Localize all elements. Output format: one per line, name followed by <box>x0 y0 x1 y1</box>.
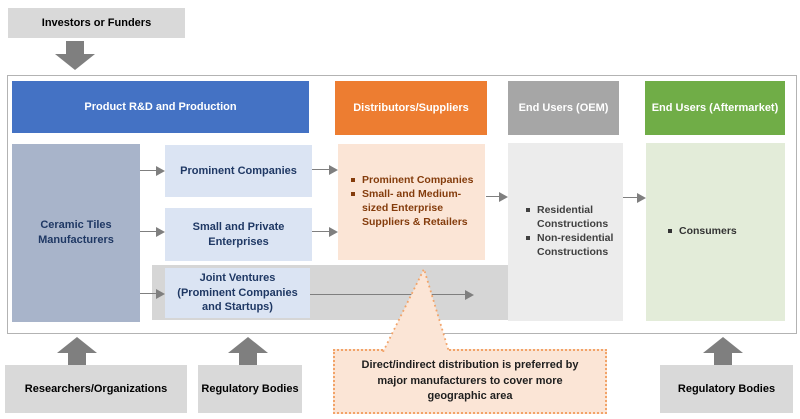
small-private-enterprises-label: Small and Private Enterprises <box>192 220 285 248</box>
arrow-distributors-to-oem-icon <box>486 192 508 202</box>
list-item: Consumers <box>668 225 779 239</box>
bullet-square-icon <box>526 208 530 213</box>
aftermarket-item-label: Consumers <box>679 225 737 238</box>
arrow-down-investors-icon <box>55 41 95 70</box>
header-end-users-aftermarket: End Users (Aftermarket) <box>645 81 785 135</box>
list-item: Non-residential Constructions <box>526 232 617 260</box>
header-aftermarket-label: End Users (Aftermarket) <box>651 102 779 114</box>
distributor-item-label: Prominent Companies <box>362 174 474 187</box>
arrow-mfr-to-prominent-icon <box>140 166 165 176</box>
bullet-square-icon <box>351 192 355 197</box>
manufacturers-box: Ceramic Tiles Manufacturers <box>12 144 140 322</box>
header-production-label: Product R&D and Production <box>84 101 237 113</box>
aftermarket-content-box: Consumers <box>646 143 785 321</box>
regulatory-bodies-right-box: Regulatory Bodies <box>660 365 793 413</box>
oem-item-label: Non-residential Constructions <box>537 232 614 258</box>
arrow-oem-to-aftermarket-icon <box>623 193 646 203</box>
researchers-box: Researchers/Organizations <box>5 365 187 413</box>
distribution-callout-text: Direct/indirect distribution is preferre… <box>361 359 579 403</box>
researchers-label: Researchers/Organizations <box>24 383 168 395</box>
callout-pointer-icon <box>382 268 450 352</box>
investors-box: Investors or Funders <box>8 8 185 38</box>
header-product-rd-production: Product R&D and Production <box>12 81 309 133</box>
regulatory-bodies-right-label: Regulatory Bodies <box>677 383 776 395</box>
bullet-square-icon <box>351 178 355 183</box>
arrow-mfr-to-joint-ventures-icon <box>140 289 165 299</box>
arrow-mfr-to-small-private-icon <box>140 227 165 237</box>
prominent-companies-label: Prominent Companies <box>180 164 297 177</box>
joint-ventures-box: Joint Ventures (Prominent Companies and … <box>165 268 310 318</box>
oem-item-label: Residential Constructions <box>537 204 609 231</box>
arrow-up-researchers-icon <box>57 337 97 365</box>
arrow-small-private-to-distributors-icon <box>312 227 338 237</box>
joint-ventures-label: Joint Ventures (Prominent Companies and … <box>177 271 298 314</box>
distributors-content-box: Prominent Companies Small- and Medium-si… <box>338 144 485 260</box>
distributor-item-label: Small- and Medium-sized Enterprise Suppl… <box>362 188 468 228</box>
small-private-enterprises-box: Small and Private Enterprises <box>165 208 312 261</box>
oem-content-box: Residential Constructions Non-residentia… <box>508 143 623 321</box>
regulatory-bodies-left-label: Regulatory Bodies <box>201 383 299 395</box>
regulatory-bodies-left-box: Regulatory Bodies <box>198 365 302 413</box>
list-item: Small- and Medium-sized Enterprise Suppl… <box>351 188 479 230</box>
distribution-callout: Direct/indirect distribution is preferre… <box>333 349 607 414</box>
arrow-up-regulatory-left-icon <box>228 337 268 365</box>
header-distributors-suppliers: Distributors/Suppliers <box>335 81 487 135</box>
manufacturers-label: Ceramic Tiles Manufacturers <box>38 219 114 246</box>
header-end-users-oem: End Users (OEM) <box>508 81 619 135</box>
list-item: Prominent Companies <box>351 174 479 188</box>
bullet-square-icon <box>668 229 672 234</box>
header-oem-label: End Users (OEM) <box>518 102 609 114</box>
header-distributors-label: Distributors/Suppliers <box>353 102 469 114</box>
arrow-joint-ventures-band-icon <box>310 290 474 300</box>
investors-label: Investors or Funders <box>41 17 152 29</box>
list-item: Residential Constructions <box>526 204 617 232</box>
bullet-square-icon <box>526 236 530 240</box>
arrow-prominent-to-distributors-icon <box>312 165 338 175</box>
arrow-up-regulatory-right-icon <box>703 337 743 365</box>
prominent-companies-box: Prominent Companies <box>165 145 312 197</box>
